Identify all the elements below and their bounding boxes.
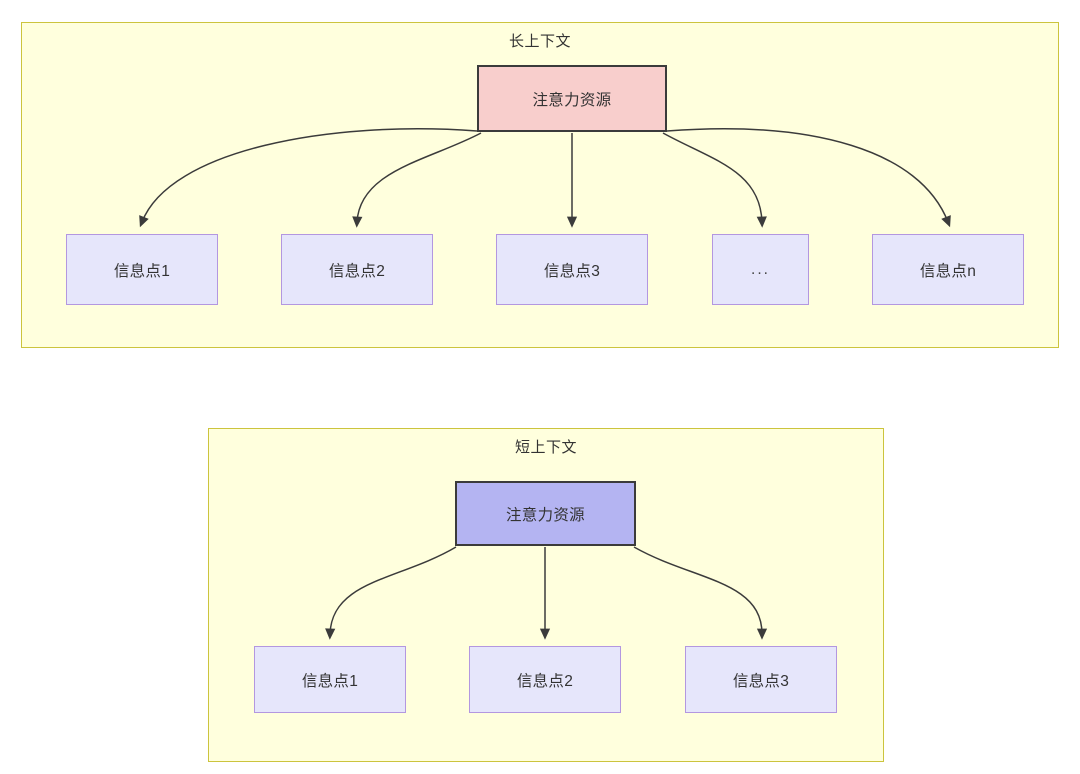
node-short-info-point-2[interactable]: 信息点2 — [469, 646, 621, 713]
node-short-info-point-3[interactable]: 信息点3 — [685, 646, 837, 713]
node-long-info-point-3[interactable]: 信息点3 — [496, 234, 648, 305]
node-label: 信息点1 — [301, 672, 359, 690]
panel-short-context-title: 短上下文 — [514, 439, 577, 456]
node-label: 信息点n — [919, 262, 977, 280]
node-short-info-point-1[interactable]: 信息点1 — [254, 646, 406, 713]
node-short-attention-resource[interactable]: 注意力资源 — [455, 481, 636, 546]
node-label: 信息点3 — [543, 262, 601, 280]
node-label: 注意力资源 — [532, 91, 612, 109]
node-label: 信息点2 — [516, 672, 574, 690]
node-label: ... — [751, 260, 770, 278]
node-long-attention-resource[interactable]: 注意力资源 — [477, 65, 667, 132]
node-long-info-point-1[interactable]: 信息点1 — [66, 234, 218, 305]
node-label: 信息点2 — [328, 262, 386, 280]
node-long-info-point-n[interactable]: 信息点n — [872, 234, 1024, 305]
node-label: 注意力资源 — [505, 506, 585, 524]
node-label: 信息点3 — [732, 672, 790, 690]
node-long-info-point-2[interactable]: 信息点2 — [281, 234, 433, 305]
node-long-info-point-ellipsis[interactable]: ... — [712, 234, 809, 305]
node-label: 信息点1 — [113, 262, 171, 280]
panel-long-context-title: 长上下文 — [508, 33, 571, 50]
